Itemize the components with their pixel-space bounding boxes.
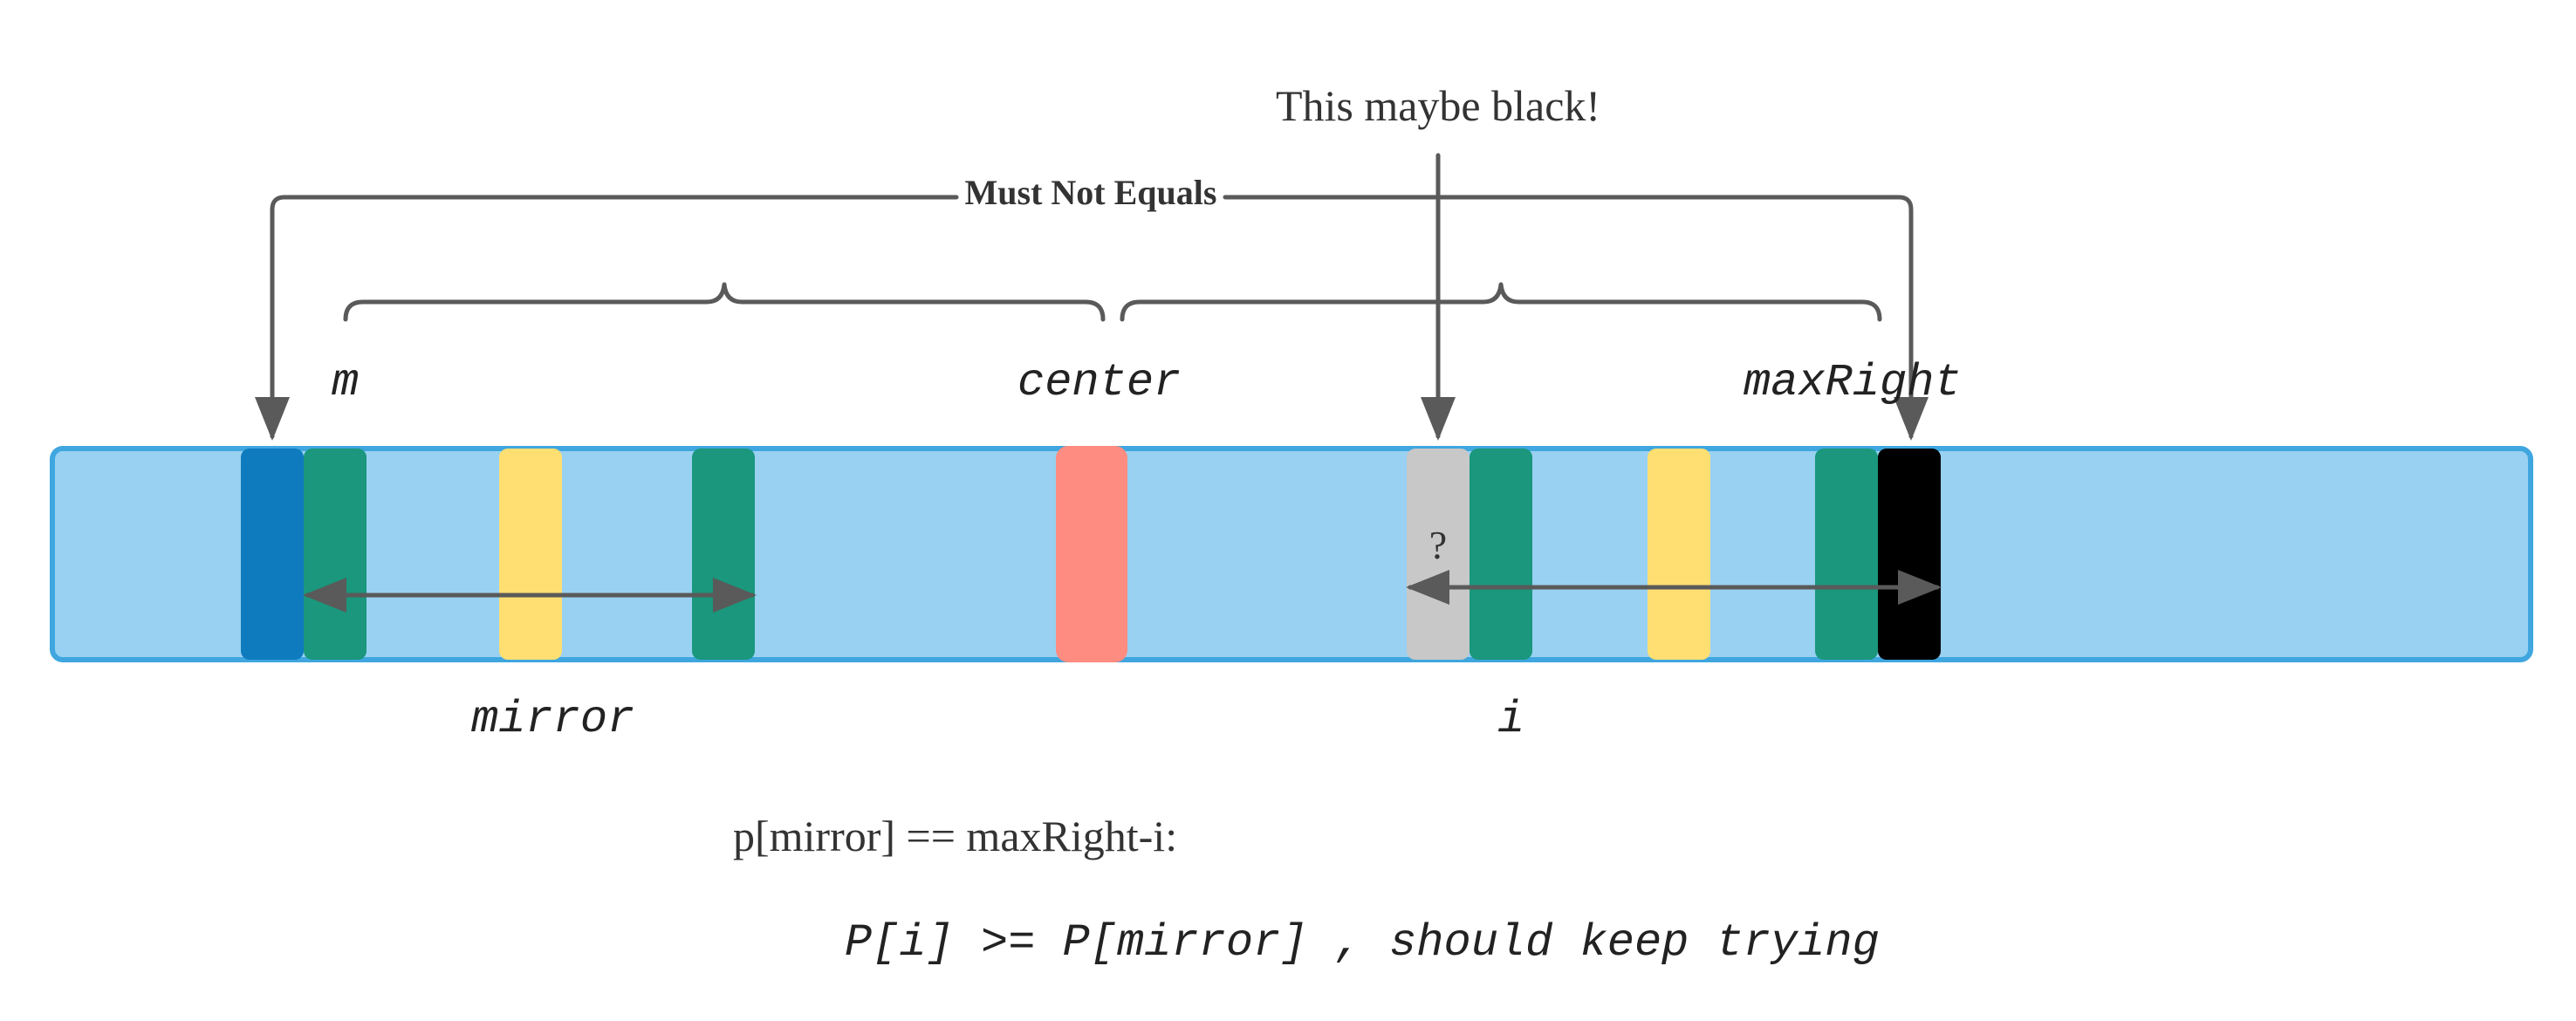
- label-mirror: mirror: [471, 694, 634, 745]
- condition-text: p[mirror] == maxRight-i:: [733, 812, 1177, 860]
- must-not-equals-label: Must Not Equals: [965, 173, 1217, 212]
- right-brace: [1120, 282, 1882, 322]
- annotation-text: This maybe black!: [1276, 81, 1600, 130]
- cell-yellow-right: [1648, 449, 1710, 660]
- cell-teal-right: [1815, 449, 1878, 660]
- cell-unknown: [1407, 449, 1470, 660]
- cell-center: [1056, 446, 1127, 662]
- question-mark: ?: [1429, 523, 1447, 567]
- label-i: i: [1497, 694, 1524, 745]
- cell-mirror-right: [692, 449, 755, 660]
- cell-maxright: [1878, 449, 1941, 660]
- label-m: m: [332, 357, 359, 408]
- left-brace: [343, 282, 1106, 322]
- label-center: center: [1017, 357, 1181, 408]
- cell-mirror-left: [304, 449, 367, 660]
- cell-m: [241, 449, 304, 660]
- cell-i: [1470, 449, 1532, 660]
- array-bar: [50, 446, 2533, 662]
- label-maxright: maxRight: [1744, 357, 1962, 408]
- conclusion-text: P[i] >= P[mirror] , should keep trying: [845, 917, 1880, 969]
- cell-yellow-left: [499, 449, 562, 660]
